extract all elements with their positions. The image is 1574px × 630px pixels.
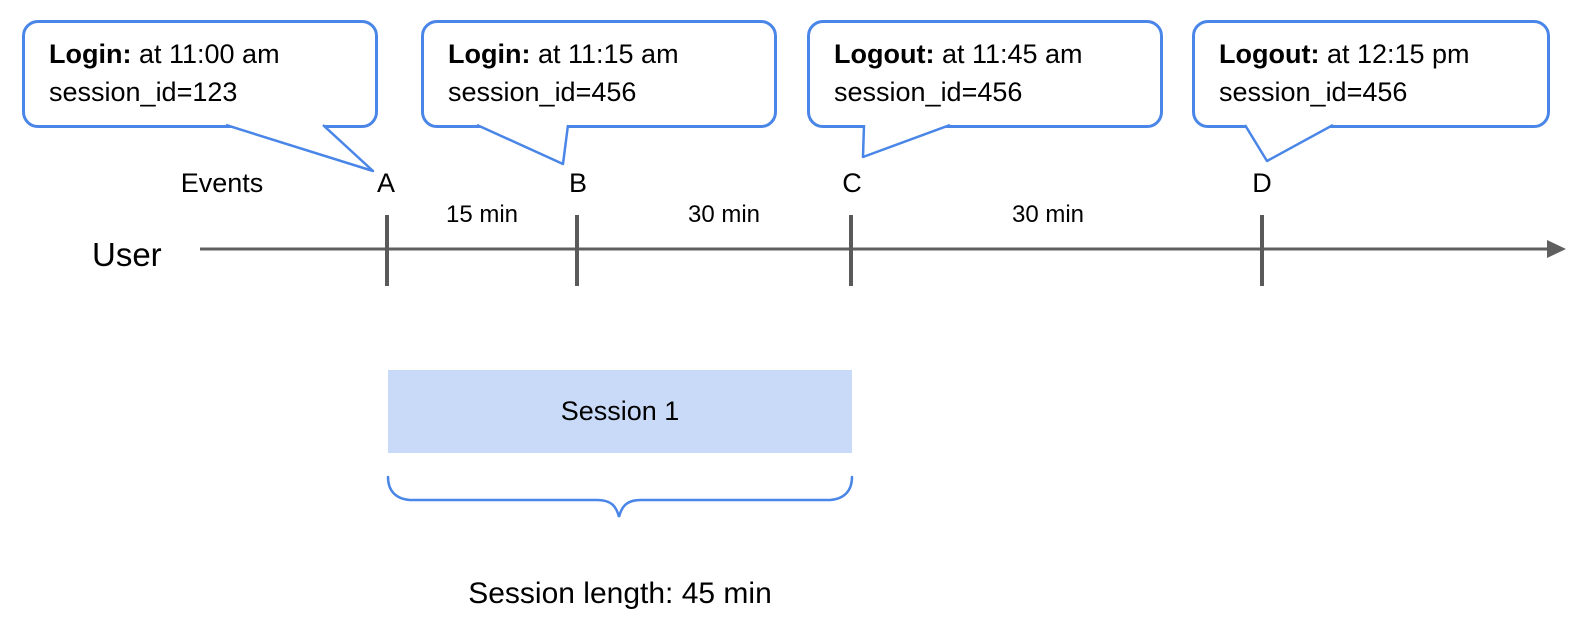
session-1-box: Session 1 xyxy=(388,370,852,453)
event-marker-d: D xyxy=(1252,168,1272,198)
interval-c-d: 30 min xyxy=(1011,201,1085,228)
callout-event-c: Logout: at 11:45 am session_id=456 xyxy=(807,20,1163,128)
events-label: Events xyxy=(180,168,264,198)
callout-tail-a xyxy=(225,123,375,173)
callout-session-id: session_id=456 xyxy=(1219,77,1408,107)
callout-event-time: at 11:45 am xyxy=(934,39,1083,69)
callout-session-id: session_id=456 xyxy=(448,77,637,107)
callout-event-time: at 11:00 am xyxy=(131,39,280,69)
session-length-label: Session length: 45 min xyxy=(468,577,772,610)
callout-event-type: Login: xyxy=(448,39,531,69)
interval-b-c: 30 min xyxy=(687,201,761,228)
callout-tail-b xyxy=(476,123,570,166)
timeline-arrowhead xyxy=(1547,240,1566,258)
callout-event-type: Login: xyxy=(49,39,132,69)
callout-line1: Login: at 11:15 am xyxy=(448,35,764,73)
callout-tail-d xyxy=(1243,123,1334,163)
event-marker-c: C xyxy=(842,168,862,198)
callout-event-b: Login: at 11:15 am session_id=456 xyxy=(421,20,777,128)
callout-event-a: Login: at 11:00 am session_id=123 xyxy=(22,20,378,128)
callout-event-time: at 12:15 pm xyxy=(1319,39,1470,69)
session-1-label: Session 1 xyxy=(560,396,680,426)
callout-event-type: Logout: xyxy=(834,39,935,69)
user-label: User xyxy=(92,236,162,273)
callout-tail-c xyxy=(861,123,951,159)
callout-line1: Logout: at 11:45 am xyxy=(834,35,1150,73)
interval-a-b: 15 min xyxy=(445,201,519,228)
callout-session-id: session_id=123 xyxy=(49,77,238,107)
callout-event-d: Logout: at 12:15 pm session_id=456 xyxy=(1192,20,1550,128)
callout-event-type: Logout: xyxy=(1219,39,1320,69)
callout-line1: Logout: at 12:15 pm xyxy=(1219,35,1537,73)
callout-line1: Login: at 11:00 am xyxy=(49,35,365,73)
callout-session-id: session_id=456 xyxy=(834,77,1023,107)
callout-event-time: at 11:15 am xyxy=(530,39,679,69)
event-marker-b: B xyxy=(568,168,587,198)
event-marker-a: A xyxy=(376,168,395,198)
session-length-brace xyxy=(386,475,854,518)
